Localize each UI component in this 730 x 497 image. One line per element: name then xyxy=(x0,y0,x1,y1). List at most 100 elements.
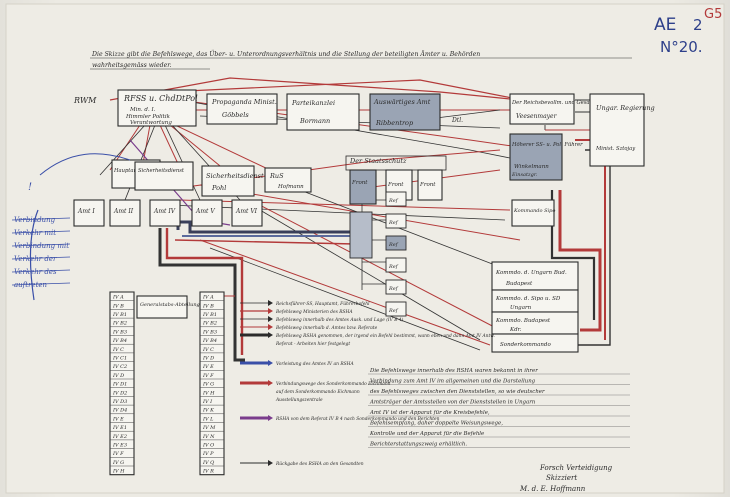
left-referat-cell: IV G xyxy=(112,460,124,466)
legend-text: Befehlsweg innerhalb des Amtes Ausk. und… xyxy=(275,318,404,323)
right-referat-cell: IV R xyxy=(202,469,214,475)
signature-line-3: M. d. E. Hoffmann xyxy=(519,485,586,493)
legend-text: Ausstellungszentrale xyxy=(275,398,323,403)
right-referat-cell: IV F xyxy=(202,373,214,379)
partei-title: Parteikanzlei xyxy=(291,99,335,107)
rfss-sub2: Himmler Politik xyxy=(125,114,171,120)
amt-1-label: Amt I xyxy=(77,208,95,215)
amt-4-label: Amt IV xyxy=(153,208,176,215)
signature-line-1: Forsch Verteidigung xyxy=(539,464,613,472)
generalstab-title: Generalstabs-Abteilung xyxy=(140,302,200,308)
legend-text: Vorleistung des Amtes IV an RSHA xyxy=(276,362,354,367)
front-2-label: Front xyxy=(387,182,404,188)
right-referat-frame xyxy=(199,291,225,476)
right-referat-cell: IV H xyxy=(202,390,215,396)
ref-label: Ref xyxy=(388,264,399,270)
ref-label: Ref xyxy=(388,286,399,292)
note-line: Die Befehlswege innerhalb des RSHA waren… xyxy=(369,368,538,374)
note-line: Befehlsempfang, daher doppelte Weisungsw… xyxy=(369,421,503,427)
left-referat-cell: IV D1 xyxy=(112,382,127,388)
kommando-sipo-title: Kommando Sipo xyxy=(513,208,555,214)
ungar-regierung-box xyxy=(589,93,645,167)
right-referat-cell: IV B3 xyxy=(202,329,217,335)
amt-1-box xyxy=(73,199,105,227)
legend-text: auf dem Sonderkommando Eichmann xyxy=(276,390,360,395)
amt-2-label: Amt II xyxy=(113,208,134,215)
ungar-regierung-title: Ungar. Regierung xyxy=(596,104,655,112)
right-referat-cell: IV G xyxy=(202,382,214,388)
kommando-sipo-sd-name: Ungarn xyxy=(510,305,532,311)
org-boxes: RWM RFSS u. ChdDtPol Min. d. I. Himmler … xyxy=(73,89,655,227)
kommando-sipo-box xyxy=(511,199,555,227)
left-referat-cell: IV E1 xyxy=(112,425,127,431)
auswaertiges-amt-title: Auswärtiges Amt xyxy=(373,98,431,106)
right-referat-cell: IV B2 xyxy=(202,321,217,327)
ref-label: Ref xyxy=(388,308,399,314)
auswaertiges-amt-box xyxy=(369,93,441,131)
ungar-regierung-sub: Minist. Sztojay xyxy=(595,146,635,152)
legend-text: Rückgabe des RSHA an den Gesandten xyxy=(275,462,364,467)
rfss-title: RFSS u. ChdDtPol xyxy=(123,94,198,103)
left-referat-cell: IV F xyxy=(112,451,124,457)
hoeherer-ss-small: Einsatzgr. xyxy=(511,172,538,178)
front-3-label: Front xyxy=(419,182,436,188)
left-referat-cell: IV D2 xyxy=(112,390,127,396)
left-referat-cell: IV C1 xyxy=(112,356,127,362)
margin-strike xyxy=(11,230,71,234)
ref-box xyxy=(385,301,407,317)
partei-name: Bormann xyxy=(299,117,330,125)
heading-line-1: Die Skizze gibt die Befehlswege, das Übe… xyxy=(91,51,480,58)
propaganda-name: Göbbels xyxy=(222,111,249,119)
sicherheitsdienst-box xyxy=(134,161,194,191)
margin-note: ! xyxy=(28,182,32,193)
hoeherer-ss-box xyxy=(509,133,563,181)
left-referat-cell: IV E3 xyxy=(112,443,127,449)
amt-6-label: Amt VI xyxy=(235,208,258,215)
kommando-budapest-name: Kdr. xyxy=(509,327,522,333)
rwm-label: RWM xyxy=(73,96,97,105)
legend: Reichsführer-SS, Hauptamt, FührerbefehlB… xyxy=(240,300,495,467)
right-referat-cell: IV B4 xyxy=(202,338,217,344)
kommando-ungarn-box xyxy=(491,261,579,291)
margin-strike xyxy=(11,217,71,221)
note-line: Amt IV ist der Apparat für die Kreisbefe… xyxy=(369,410,490,416)
right-referat-cell: IV B1 xyxy=(202,312,217,318)
right-referat-cell: IV I xyxy=(202,399,213,405)
legend-arrowhead xyxy=(268,324,273,330)
note-line: Berichterstattungszweig erhältlich. xyxy=(369,442,467,448)
legend-arrowhead xyxy=(268,380,273,386)
legend-arrowhead xyxy=(268,316,273,322)
right-referat-cell: IV N xyxy=(202,434,215,440)
legend-text: Reichsführer-SS, Hauptamt, Führerbefehl xyxy=(275,302,370,307)
rus-box xyxy=(264,167,312,193)
corner-note-ae: AE xyxy=(654,15,676,35)
ref-box xyxy=(385,257,407,273)
rfss-box xyxy=(117,89,197,127)
corner-note-number: N°20. xyxy=(660,38,703,56)
amt-6-box xyxy=(231,199,263,227)
left-referat-frame xyxy=(109,291,135,476)
legend-arrowhead xyxy=(268,360,273,366)
right-referat-cell: IV P xyxy=(202,451,214,457)
legend-text: Befehlsweg innerhalb d. Amtes bzw. Refer… xyxy=(275,326,378,331)
legend-arrowhead xyxy=(268,415,273,421)
ref-label: Ref xyxy=(388,198,399,204)
bevollmaechtigter-title: Der Reichsbevollm. und Gesandte xyxy=(511,100,601,106)
vtw-title: Sicherheitsdienst xyxy=(206,172,264,180)
front-1-box xyxy=(349,169,377,205)
kommando-stack: Kommdo. d. Ungarn Bud. Budapest Kommdo. … xyxy=(491,261,579,353)
right-referat-cell: IV A xyxy=(202,295,214,301)
corner-note-2: 2 xyxy=(693,16,703,34)
signature-line-2: Skizziert xyxy=(546,474,577,482)
front-1-label: Front xyxy=(351,180,368,186)
propaganda-title: Propaganda Minist. xyxy=(211,98,277,106)
left-referat-cell: IV C xyxy=(112,347,124,353)
bevollmaechtigter-name: Veesenmayer xyxy=(516,113,558,120)
amt-5-label: Amt V xyxy=(195,208,215,215)
legend-text: Referat - Arbeiten hier festgelegt xyxy=(275,342,350,347)
sicherheitsdienst-title: Sicherheitsdienst xyxy=(138,168,185,174)
margin-strike xyxy=(11,269,71,273)
vtw-box xyxy=(201,165,255,197)
left-referat-cell: IV B3 xyxy=(112,329,127,335)
